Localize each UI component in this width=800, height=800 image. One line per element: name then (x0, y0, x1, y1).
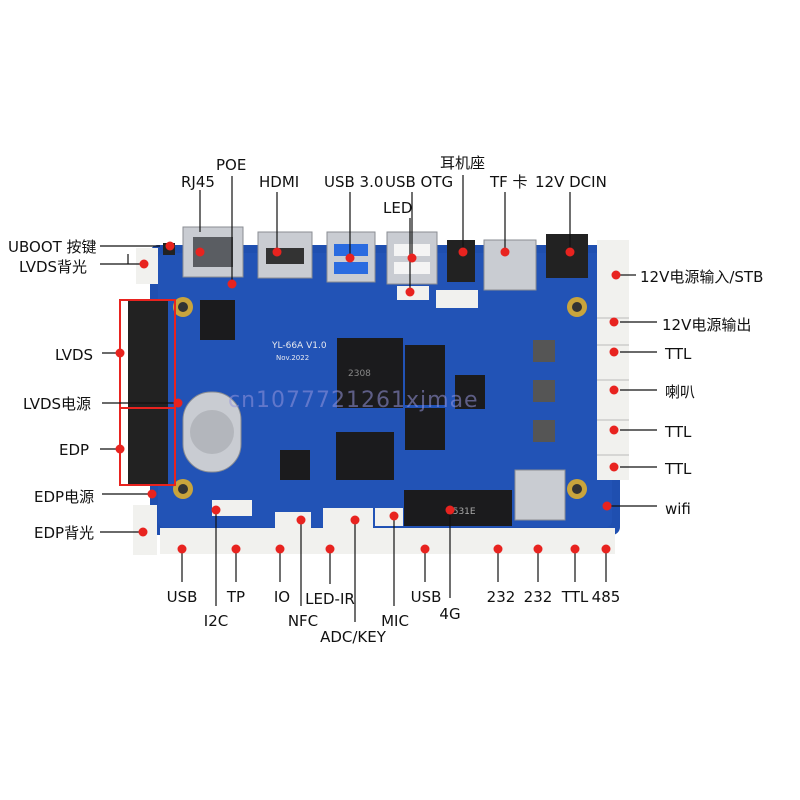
callout-dot (350, 515, 360, 525)
callout-dot (177, 544, 187, 554)
callout-dot (493, 544, 503, 554)
callout-dot (296, 515, 306, 525)
bottom-connector-row (160, 528, 615, 554)
headphone-jack (447, 240, 475, 282)
callout-dot (609, 347, 619, 357)
callout-dot (609, 462, 619, 472)
callout-dot (138, 527, 148, 537)
callout-dot (420, 544, 430, 554)
callout-dot (173, 398, 183, 408)
label-lvds-power: LVDS电源 (23, 395, 92, 413)
label-headphone: 耳机座 (440, 154, 486, 172)
label-adc-key: ADC/KEY (320, 628, 386, 646)
label-led-ir: LED-IR (305, 590, 355, 608)
label-lvds: LVDS (55, 346, 94, 364)
label-i2c: I2C (203, 612, 229, 630)
label-io: IO (273, 588, 291, 606)
callout-dot (570, 544, 580, 554)
callout-dot (609, 425, 619, 435)
callout-dot (601, 544, 611, 554)
label-usb-bottom-1: USB (166, 588, 198, 606)
label-485: 485 (591, 588, 621, 606)
label-edp: EDP (59, 441, 90, 459)
component-mark: 2531E (447, 507, 476, 517)
label-ttl-bottom: TTL (561, 588, 589, 606)
wifi-module (514, 469, 566, 521)
label-led: LED (383, 199, 413, 217)
callout-dot (565, 247, 575, 257)
board-date: Nov.2022 (276, 354, 309, 362)
callout-dot (211, 505, 221, 515)
callout-dot (231, 544, 241, 554)
callout-dot (533, 544, 543, 554)
callout-dot (325, 544, 335, 554)
callout-dot (611, 270, 621, 280)
label-rj45: RJ45 (181, 173, 215, 191)
callout-dot (227, 279, 237, 289)
callout-dot (609, 385, 619, 395)
label-4g: 4G (439, 605, 461, 623)
callout-dot (445, 505, 455, 515)
emmc-chip (336, 432, 394, 480)
callout-dot (609, 317, 619, 327)
label-tp: TP (226, 588, 246, 606)
label-uboot: UBOOT 按键 (8, 238, 97, 256)
label-lvds-backlight: LVDS背光 (19, 258, 88, 276)
ethernet-chip (200, 300, 235, 340)
inductor-2 (533, 380, 555, 402)
tf-card-slot (483, 239, 537, 291)
label-nfc: NFC (287, 612, 319, 630)
callout-dot (272, 247, 282, 257)
label-speaker: 喇叭 (665, 383, 696, 401)
callout-dot (139, 259, 149, 269)
callout-dot (602, 501, 612, 511)
label-wifi: wifi (665, 500, 691, 518)
label-usb-otg: USB OTG (385, 173, 454, 191)
callout-dot (500, 247, 510, 257)
board-model: YL-66A V1.0 (271, 341, 327, 351)
label-tf-card: TF 卡 (490, 173, 528, 191)
label-usb3: USB 3.0 (324, 173, 384, 191)
cpu-soc (337, 338, 403, 408)
label-12v-input: 12V电源输入/STB (640, 268, 764, 286)
label-ttl-3: TTL (665, 460, 692, 478)
label-232-1: 232 (486, 588, 516, 606)
inductor-3 (533, 420, 555, 442)
callout-dot (407, 253, 417, 263)
watermark: cn1077721261xjmae (228, 388, 479, 413)
callout-dot (458, 247, 468, 257)
label-mic: MIC (381, 612, 409, 630)
label-poe: POE (216, 156, 247, 174)
callout-dot (115, 348, 125, 358)
label-ttl-2: TTL (665, 423, 692, 441)
label-dcin: 12V DCIN (535, 173, 607, 191)
callout-dot (389, 511, 399, 521)
lvds-header (128, 300, 168, 485)
ram-chip-1 (405, 345, 445, 405)
chip-mark: 2308 (348, 369, 371, 379)
inductor-1 (533, 340, 555, 362)
m2-4g-slot (404, 490, 512, 526)
right-connector-strip (597, 240, 629, 480)
callout-dot (147, 489, 157, 499)
label-hdmi: HDMI (259, 173, 300, 191)
label-edp-backlight: EDP背光 (34, 524, 95, 542)
callout-dot (405, 287, 415, 297)
callout-dot (115, 444, 125, 454)
label-usb-bottom-2: USB (410, 588, 442, 606)
label-232-2: 232 (523, 588, 553, 606)
callout-dot (345, 253, 355, 263)
ram-chip-2 (405, 408, 445, 450)
label-edp-power: EDP电源 (34, 488, 95, 506)
callout-dot (195, 247, 205, 257)
callout-dot (165, 241, 175, 251)
label-12v-output: 12V电源输出 (662, 316, 752, 334)
callout-dot (275, 544, 285, 554)
label-ttl-1: TTL (665, 345, 692, 363)
